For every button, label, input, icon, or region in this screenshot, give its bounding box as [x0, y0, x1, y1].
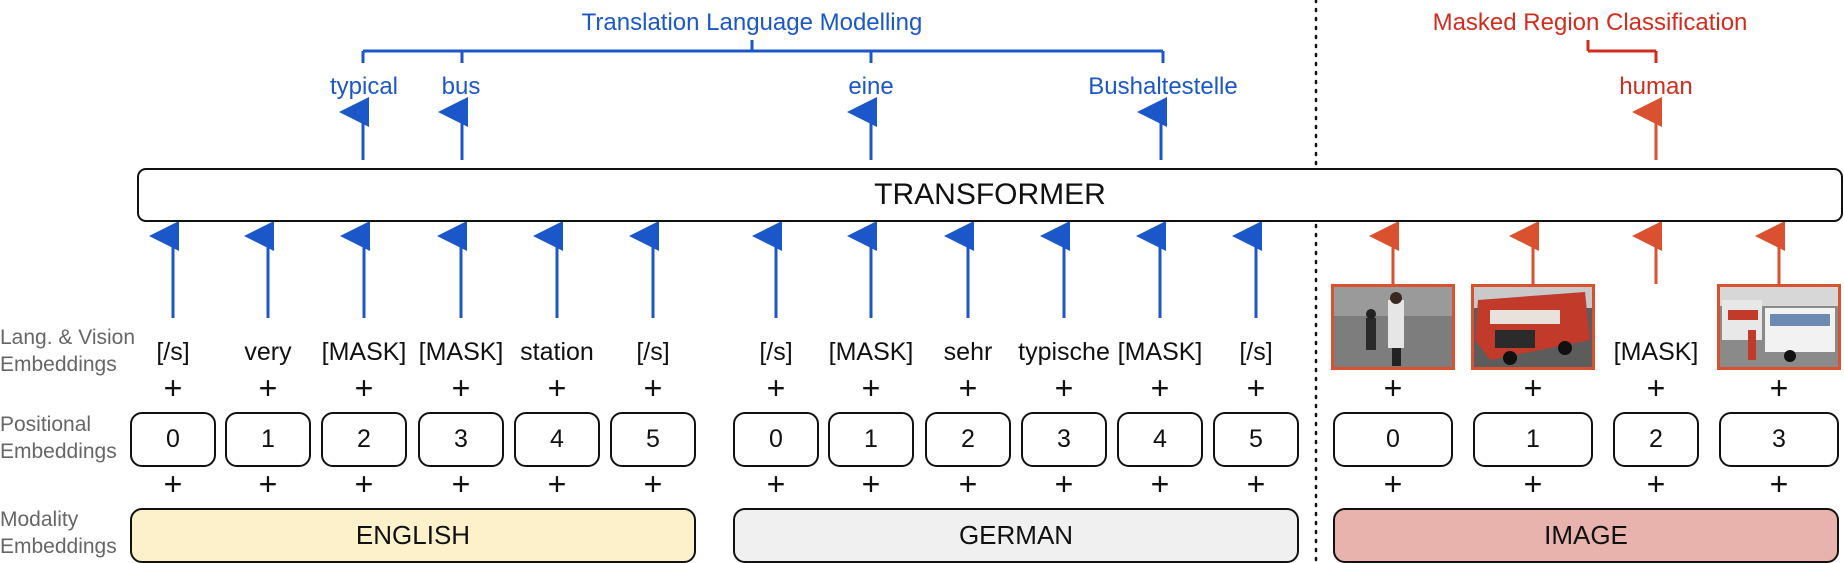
plus-pos-mod-9: +: [1054, 466, 1074, 502]
tlm-title: Translation Language Modelling: [581, 9, 923, 36]
plus-pos-mod-3: +: [451, 466, 471, 502]
token-en-4: station: [520, 338, 594, 366]
plus-pos-mod-5: +: [643, 466, 663, 502]
prediction-eine: eine: [848, 73, 894, 100]
token-de-2: sehr: [943, 338, 993, 366]
prediction-typical: typical: [329, 73, 399, 100]
image-region-0: [1333, 286, 1453, 369]
pos-de-5: 5: [1213, 412, 1299, 467]
pos-de-2: 2: [925, 412, 1011, 467]
token-img-mask: [MASK]: [1613, 338, 1699, 366]
output-arrows-blue: [339, 97, 1167, 160]
plus-pos-mod-12: +: [1383, 466, 1403, 502]
pos-en-3: 3: [418, 412, 504, 467]
token-en-3: [MASK]: [418, 338, 504, 366]
token-en-2: [MASK]: [321, 338, 407, 366]
plus-pos-mod-4: +: [547, 466, 567, 502]
plus-lang-pos-15: +: [1769, 370, 1789, 406]
token-de-5: [/s]: [1239, 338, 1273, 366]
plus-lang-pos-1: +: [258, 370, 278, 406]
plus-lang-pos-3: +: [451, 370, 471, 406]
token-de-3: typische: [1018, 338, 1110, 366]
token-en-0: [/s]: [156, 338, 190, 366]
pos-img-0: 0: [1333, 412, 1453, 467]
pos-en-1: 1: [225, 412, 311, 467]
plus-lang-pos-6: +: [766, 370, 786, 406]
token-en-5: [/s]: [636, 338, 670, 366]
plus-lang-pos-5: +: [643, 370, 663, 406]
plus-pos-mod-11: +: [1246, 466, 1266, 502]
row-label-positional: Positional Embeddings: [0, 413, 117, 463]
image-region-3: [1719, 286, 1839, 369]
pos-en-2: 2: [321, 412, 407, 467]
image-region-frame-0: [1331, 284, 1455, 370]
pos-en-4: 4: [514, 412, 600, 467]
plus-pos-mod-8: +: [958, 466, 978, 502]
input-arrows-text: [149, 221, 1262, 318]
pos-img-3: 3: [1719, 412, 1839, 467]
plus-lang-pos-2: +: [354, 370, 374, 406]
token-de-4: [MASK]: [1117, 338, 1203, 366]
mrc-title: Masked Region Classification: [1432, 9, 1748, 36]
plus-lang-pos-13: +: [1523, 370, 1543, 406]
mrc-bracket: [1586, 40, 1658, 63]
row-label-lang-vision: Lang. & Vision Embeddings: [0, 326, 136, 376]
row-label-modality: Modality Embeddings: [0, 508, 117, 558]
image-region-1: [1473, 286, 1593, 369]
plus-pos-mod-7: +: [861, 466, 881, 502]
input-arrows-image: [1369, 221, 1785, 284]
image-region-frame-1: [1471, 284, 1595, 370]
modality-english: ENGLISH: [130, 508, 696, 563]
plus-lang-pos-7: +: [861, 370, 881, 406]
pos-de-4: 4: [1117, 412, 1203, 467]
plus-pos-mod-15: +: [1769, 466, 1789, 502]
modality-image: IMAGE: [1333, 508, 1839, 563]
pos-img-1: 1: [1473, 412, 1593, 467]
tlm-bracket: [361, 40, 1165, 63]
pos-en-5: 5: [610, 412, 696, 467]
token-en-1: very: [244, 338, 292, 366]
plus-pos-mod-2: +: [354, 466, 374, 502]
pos-de-3: 3: [1021, 412, 1107, 467]
token-de-0: [/s]: [759, 338, 793, 366]
prediction-bus: bus: [441, 73, 481, 100]
plus-lang-pos-14: +: [1646, 370, 1666, 406]
plus-lang-pos-10: +: [1150, 370, 1170, 406]
image-region-frame-3: [1717, 284, 1841, 370]
modality-german: GERMAN: [733, 508, 1299, 563]
plus-lang-pos-12: +: [1383, 370, 1403, 406]
prediction-bushaltestelle: Bushaltestelle: [1088, 73, 1238, 100]
pos-de-1: 1: [828, 412, 914, 467]
pos-img-2: 2: [1613, 412, 1699, 467]
pos-de-0: 0: [733, 412, 819, 467]
pos-en-0: 0: [130, 412, 216, 467]
plus-lang-pos-9: +: [1054, 370, 1074, 406]
plus-pos-mod-0: +: [163, 466, 183, 502]
plus-pos-mod-14: +: [1646, 466, 1666, 502]
prediction-human: human: [1619, 73, 1693, 100]
plus-pos-mod-1: +: [258, 466, 278, 502]
plus-pos-mod-13: +: [1523, 466, 1543, 502]
plus-lang-pos-4: +: [547, 370, 567, 406]
plus-pos-mod-10: +: [1150, 466, 1170, 502]
plus-lang-pos-0: +: [163, 370, 183, 406]
plus-lang-pos-8: +: [958, 370, 978, 406]
transformer-block: TRANSFORMER: [137, 168, 1843, 222]
plus-lang-pos-11: +: [1246, 370, 1266, 406]
plus-pos-mod-6: +: [766, 466, 786, 502]
token-de-1: [MASK]: [828, 338, 914, 366]
